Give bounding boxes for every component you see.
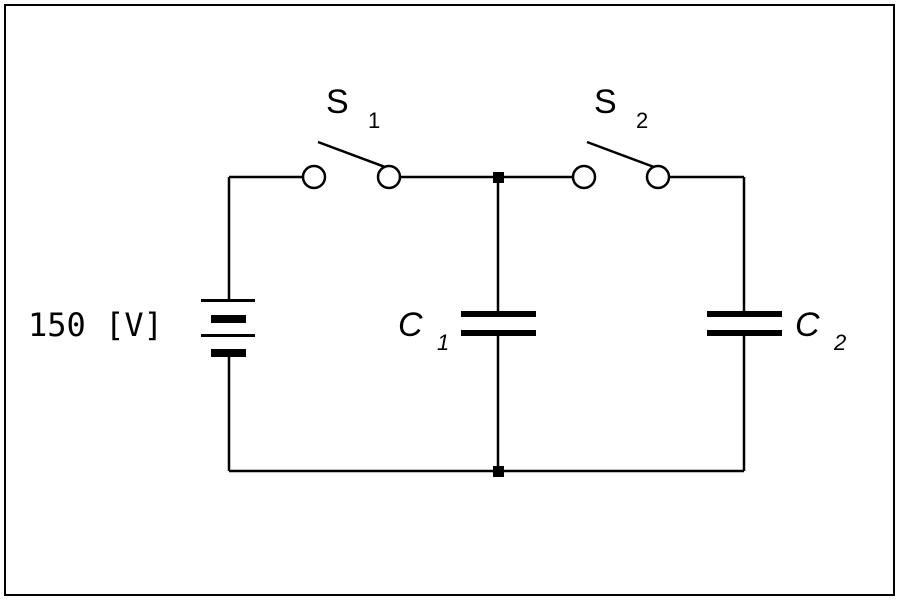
switch-s2-terminal-right bbox=[645, 164, 671, 190]
capacitor-c1-label-subscript: 1 bbox=[437, 330, 449, 355]
switch-s2-label-subscript: 2 bbox=[636, 108, 648, 133]
junction-node-bottom bbox=[493, 466, 504, 477]
battery-voltage-label: 150 [V] bbox=[28, 306, 163, 344]
switch-s1-label: S bbox=[326, 83, 349, 121]
battery-plate-short-1 bbox=[211, 315, 246, 323]
capacitor-c1-label: C bbox=[398, 306, 423, 344]
battery-plate-long-1 bbox=[201, 299, 255, 302]
battery-plate-long-2 bbox=[201, 334, 255, 337]
battery-symbol bbox=[201, 299, 255, 357]
capacitor-c2-plate-bottom bbox=[707, 330, 782, 336]
switch-s1-label-subscript: 1 bbox=[368, 108, 380, 133]
capacitor-c1-plate-bottom bbox=[461, 330, 536, 336]
diagram-border bbox=[4, 4, 895, 596]
switch-s2-terminal-left bbox=[571, 164, 597, 190]
capacitor-c2-label: C bbox=[795, 306, 820, 344]
switch-s2 bbox=[571, 140, 671, 190]
switch-s1-terminal-left bbox=[301, 164, 327, 190]
junction-node-top bbox=[493, 172, 504, 183]
switch-s1-terminal-right bbox=[376, 164, 402, 190]
switch-s2-lever bbox=[586, 140, 655, 169]
switch-s1 bbox=[301, 140, 402, 190]
wires bbox=[227, 175, 746, 473]
capacitor-c2-plate-top bbox=[707, 311, 782, 317]
battery-plate-short-2 bbox=[211, 349, 246, 357]
capacitor-c1-plate-top bbox=[461, 311, 536, 317]
capacitor-c2-label-subscript: 2 bbox=[833, 330, 846, 355]
switch-s1-lever bbox=[317, 140, 386, 169]
capacitor-c1 bbox=[461, 311, 536, 336]
capacitor-c2 bbox=[707, 311, 782, 336]
switch-s2-label: S bbox=[594, 83, 617, 121]
